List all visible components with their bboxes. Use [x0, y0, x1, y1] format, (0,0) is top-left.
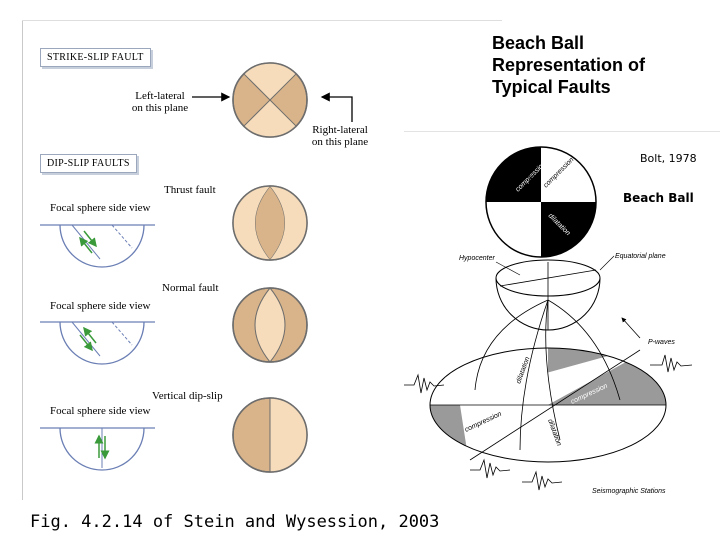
stations-label: Seismographic Stations	[592, 488, 666, 495]
right-panel-divider	[404, 131, 720, 132]
strike-slip-beach-ball	[232, 62, 308, 138]
top-border	[22, 20, 502, 21]
ground-plane	[429, 347, 667, 463]
thrust-side-view	[40, 224, 155, 268]
focal-hemisphere	[495, 259, 601, 331]
normal-beach-ball	[232, 287, 308, 363]
thrust-beach-ball	[232, 185, 308, 261]
ray-paths	[474, 299, 621, 451]
dip-slip-title: DIP-SLIP FAULTS	[40, 154, 137, 173]
figure-caption: Fig. 4.2.14 of Stein and Wysession, 2003	[30, 512, 440, 532]
seismogram-left	[404, 373, 445, 394]
credit-label: Bolt, 1978	[640, 152, 697, 165]
vertical-dip-slip-label: Vertical dip-slip	[152, 390, 223, 402]
strike-slip-title: STRIKE-SLIP FAULT	[40, 48, 151, 67]
side-view-label-1: Focal sphere side view	[50, 202, 151, 214]
seismogram-bottom	[470, 458, 563, 491]
thrust-fault-label: Thrust fault	[164, 184, 216, 196]
right-panel-title: Beach Ball Representation of Typical Fau…	[492, 33, 646, 97]
normal-fault-label: Normal fault	[162, 282, 219, 294]
beach-ball-label: Beach Ball	[623, 191, 694, 205]
normal-side-view	[40, 321, 155, 365]
side-view-label-2: Focal sphere side view	[50, 300, 151, 312]
pwave-pointer	[621, 317, 641, 339]
pwaves-label: P-waves	[648, 339, 675, 346]
right-lateral-arrow	[320, 92, 353, 122]
vertical-beach-ball	[232, 397, 308, 473]
equatorial-label: Equatorial plane	[615, 253, 666, 260]
seismogram-right	[650, 354, 693, 373]
left-border	[22, 20, 23, 500]
vertical-side-view	[40, 427, 155, 471]
side-view-label-3: Focal sphere side view	[50, 405, 151, 417]
hypocenter-label: Hypocenter	[459, 255, 495, 262]
